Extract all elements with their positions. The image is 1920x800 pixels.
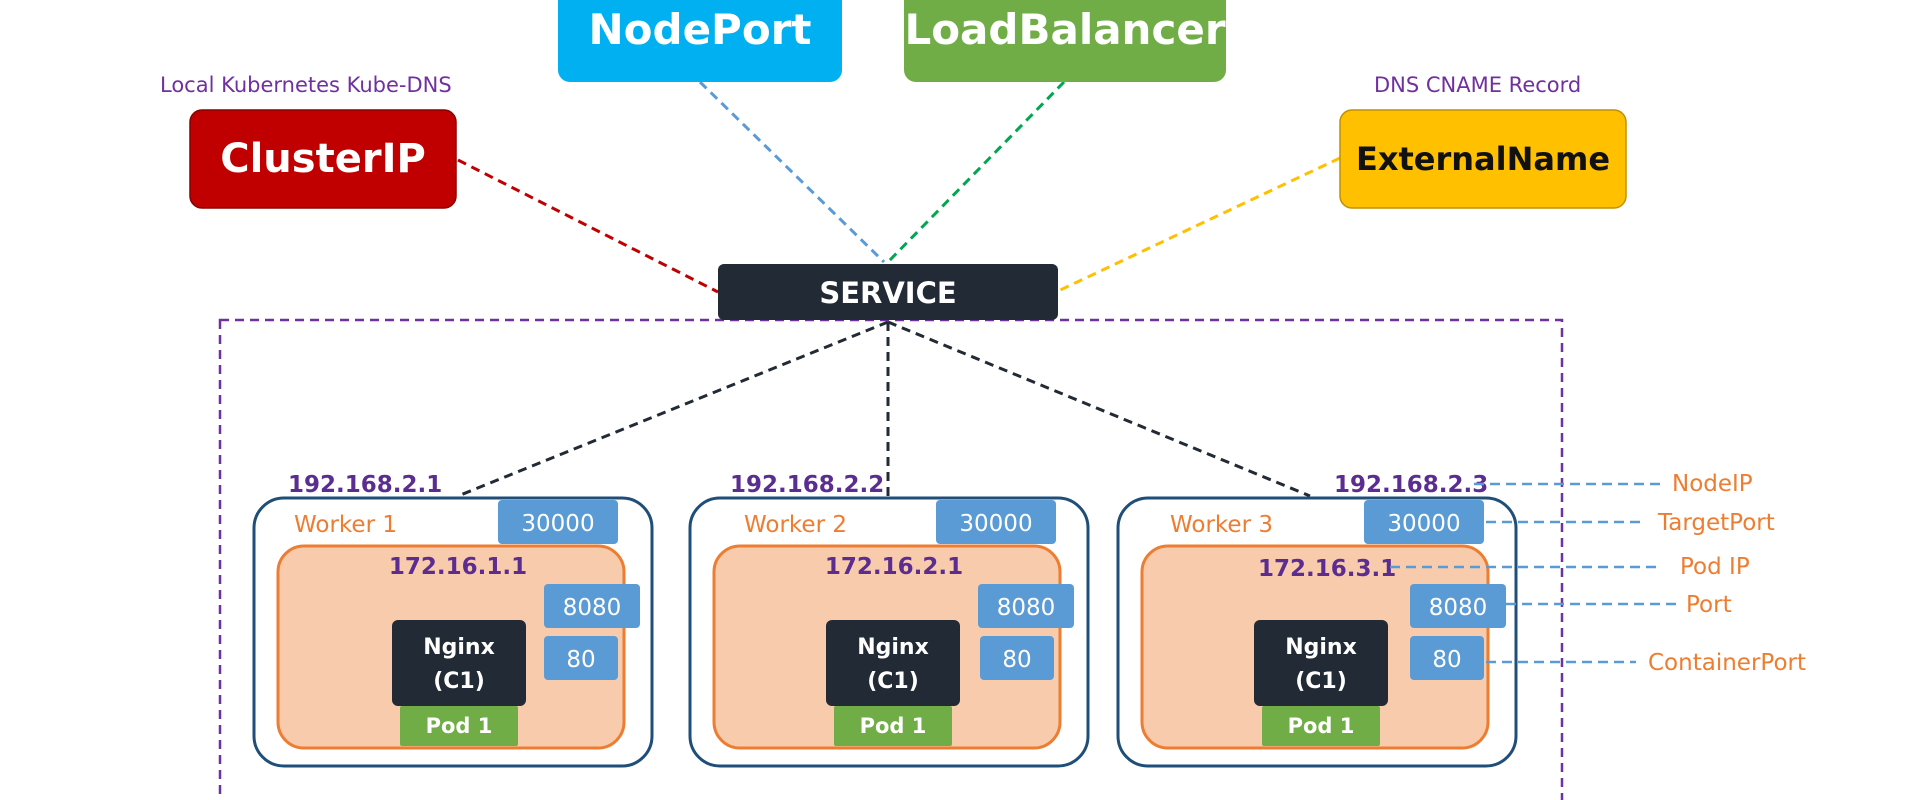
clusterip-box: ClusterIP (189, 109, 457, 209)
container-port: 80 (1432, 647, 1461, 673)
pod-ip: 172.16.3.1 (1258, 556, 1396, 582)
externalname-connector (1055, 156, 1341, 294)
container-name: Nginx (1285, 635, 1357, 660)
worker-node: 192.168.2.2 Worker 2 30000 172.16.2.1 80… (688, 472, 1090, 768)
node-ip: 192.168.2.3 (1334, 472, 1488, 498)
container-name: Nginx (423, 635, 495, 660)
pod-port: 8080 (997, 595, 1056, 621)
legend-targetport: TargetPort (1657, 510, 1775, 536)
node-port: 30000 (1387, 511, 1460, 537)
worker-name: Worker 1 (294, 512, 397, 538)
clusterip-caption: Local Kubernetes Kube-DNS (160, 73, 452, 97)
clusterip-connector (457, 158, 719, 294)
worker-name: Worker 2 (744, 512, 847, 538)
legend-nodeip: NodeIP (1672, 471, 1753, 497)
pod-port: 8080 (1429, 595, 1488, 621)
clusterip-label: ClusterIP (220, 136, 426, 182)
legend-port: Port (1686, 592, 1732, 618)
container-id: (C1) (867, 669, 919, 694)
loadbalancer-connector (886, 80, 1066, 264)
container-port: 80 (566, 647, 595, 673)
pod-label: Pod 1 (1288, 714, 1355, 738)
pod-label: Pod 1 (426, 714, 493, 738)
externalname-box: ExternalName (1339, 109, 1627, 209)
container-port: 80 (1002, 647, 1031, 673)
pod-label: Pod 1 (860, 714, 927, 738)
worker-name: Worker 3 (1170, 512, 1273, 538)
cluster-boundary (218, 318, 1564, 800)
nodeport-label: NodePort (589, 5, 812, 54)
externalname-label: ExternalName (1356, 140, 1610, 178)
pod-ip: 172.16.2.1 (825, 554, 963, 580)
node-ip: 192.168.2.2 (730, 472, 884, 498)
container-name: Nginx (857, 635, 929, 660)
legend-podip: Pod IP (1680, 554, 1750, 580)
node-port: 30000 (521, 511, 594, 537)
service-box: SERVICE (718, 264, 1058, 320)
service-label: SERVICE (819, 276, 956, 310)
service-to-worker-1-line (457, 320, 889, 498)
node-port: 30000 (959, 511, 1032, 537)
node-ip: 192.168.2.1 (288, 472, 442, 498)
loadbalancer-label: LoadBalancer (904, 5, 1225, 54)
worker-node: 192.168.2.1 Worker 1 30000 172.16.1.1 80… (252, 472, 654, 768)
worker-node: 192.168.2.3 Worker 3 30000 172.16.3.1 80… (1116, 472, 1518, 768)
container-id: (C1) (1295, 669, 1347, 694)
service-to-worker-3-line (887, 320, 1311, 498)
loadbalancer-box: LoadBalancer (904, 0, 1226, 82)
nodeport-box: NodePort (558, 0, 842, 82)
externalname-caption: DNS CNAME Record (1374, 73, 1581, 97)
pod-ip: 172.16.1.1 (389, 554, 527, 580)
pod-port: 8080 (563, 595, 622, 621)
container-id: (C1) (433, 669, 485, 694)
legend-containerport: ContainerPort (1648, 650, 1806, 676)
nodeport-connector (698, 80, 886, 264)
